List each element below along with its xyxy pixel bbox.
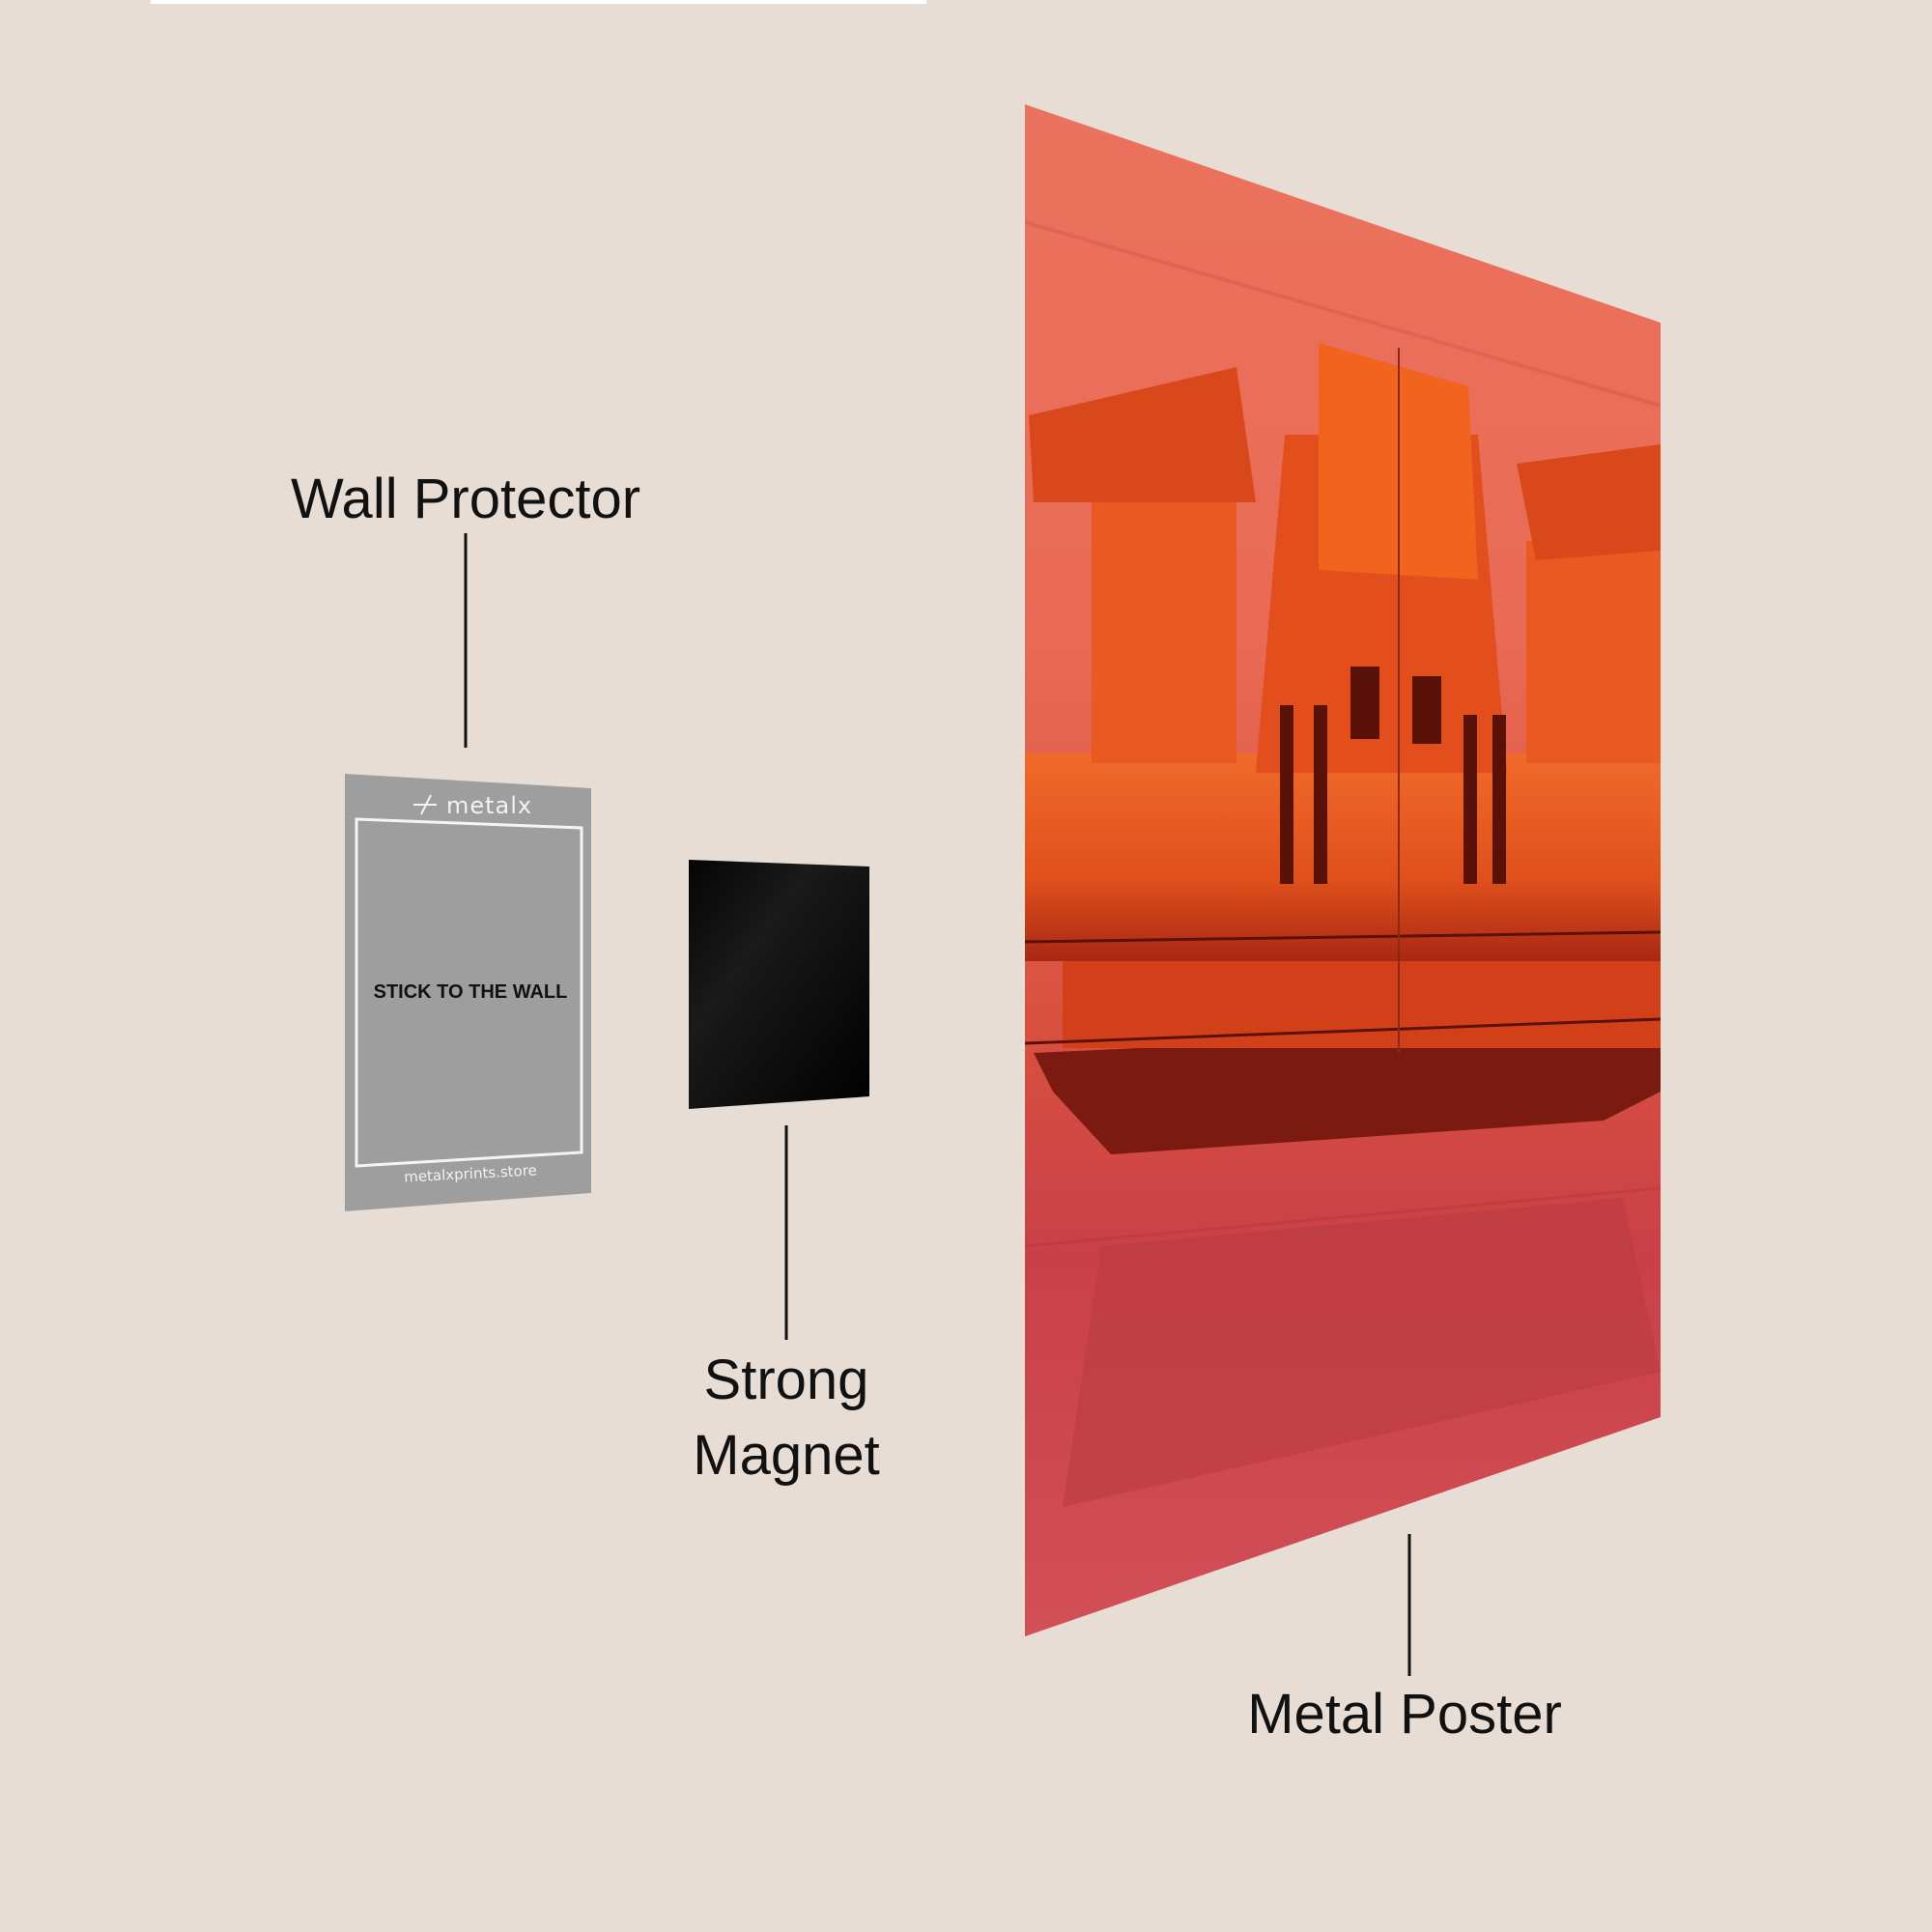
protector-inner-border <box>355 817 583 1168</box>
strong-magnet-label-line2: Magnet <box>693 1424 879 1487</box>
wall-protector-card: metalx STICK TO THE WALL metalxprints.st… <box>345 774 591 1211</box>
metalx-logo: metalx <box>413 792 532 819</box>
metal-poster <box>1025 104 1661 1636</box>
metal-poster-label: Metal Poster <box>1247 1683 1562 1746</box>
strong-magnet <box>689 860 869 1109</box>
poster-artwork-structure <box>1025 343 1661 1507</box>
wall-protector-label: Wall Protector <box>291 468 640 530</box>
top-edge-bar <box>151 0 926 4</box>
stick-to-wall-text: STICK TO THE WALL <box>374 981 568 1003</box>
strong-magnet-label-line1: Strong <box>704 1349 869 1411</box>
metalx-logo-text: metalx <box>446 792 532 819</box>
